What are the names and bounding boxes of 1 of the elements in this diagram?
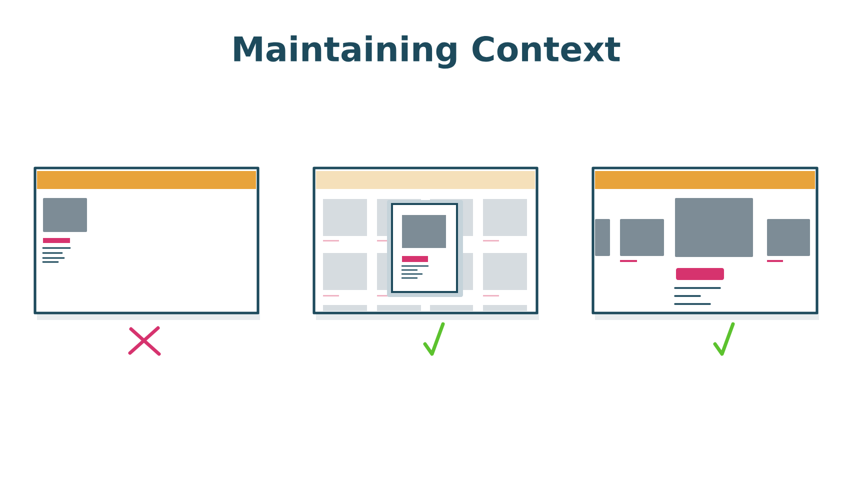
title: Maintaining Context: [234, 35, 620, 69]
